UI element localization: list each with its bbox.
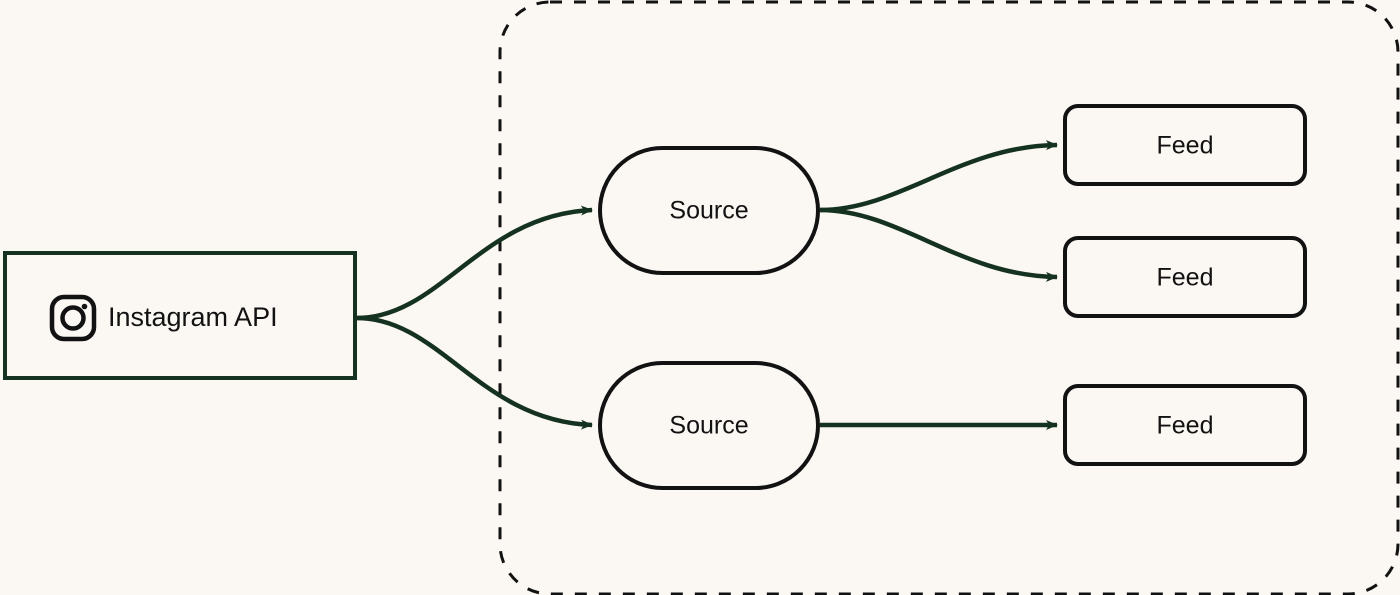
edge-layer — [356, 140, 1058, 430]
system-boundary — [498, 0, 1400, 595]
feed-2-shape — [1063, 236, 1307, 318]
node-source-1[interactable]: Source — [598, 146, 820, 275]
edge-api-source2 — [356, 315, 593, 430]
feed-1-shape — [1063, 104, 1307, 186]
feed-1-label: Feed — [1157, 132, 1214, 160]
source-1-label: Source — [669, 197, 748, 225]
source-1-shape — [598, 146, 820, 275]
feed-3-label: Feed — [1157, 412, 1214, 440]
node-feed-3[interactable]: Feed — [1063, 384, 1307, 466]
node-feed-2[interactable]: Feed — [1063, 236, 1307, 318]
instagram-api-label: Instagram API — [108, 302, 278, 332]
node-instagram-api[interactable]: Instagram API — [3, 251, 357, 380]
edge-api-source1 — [356, 205, 593, 321]
node-source-2[interactable]: Source — [598, 361, 820, 490]
source-2-shape — [598, 361, 820, 490]
instagram-icon — [49, 294, 97, 342]
edge-source1-feed1 — [819, 140, 1058, 213]
edge-source1-feed2 — [819, 207, 1058, 282]
feed-2-label: Feed — [1157, 264, 1214, 292]
feed-3-shape — [1063, 384, 1307, 466]
node-feed-1[interactable]: Feed — [1063, 104, 1307, 186]
source-2-label: Source — [669, 412, 748, 440]
